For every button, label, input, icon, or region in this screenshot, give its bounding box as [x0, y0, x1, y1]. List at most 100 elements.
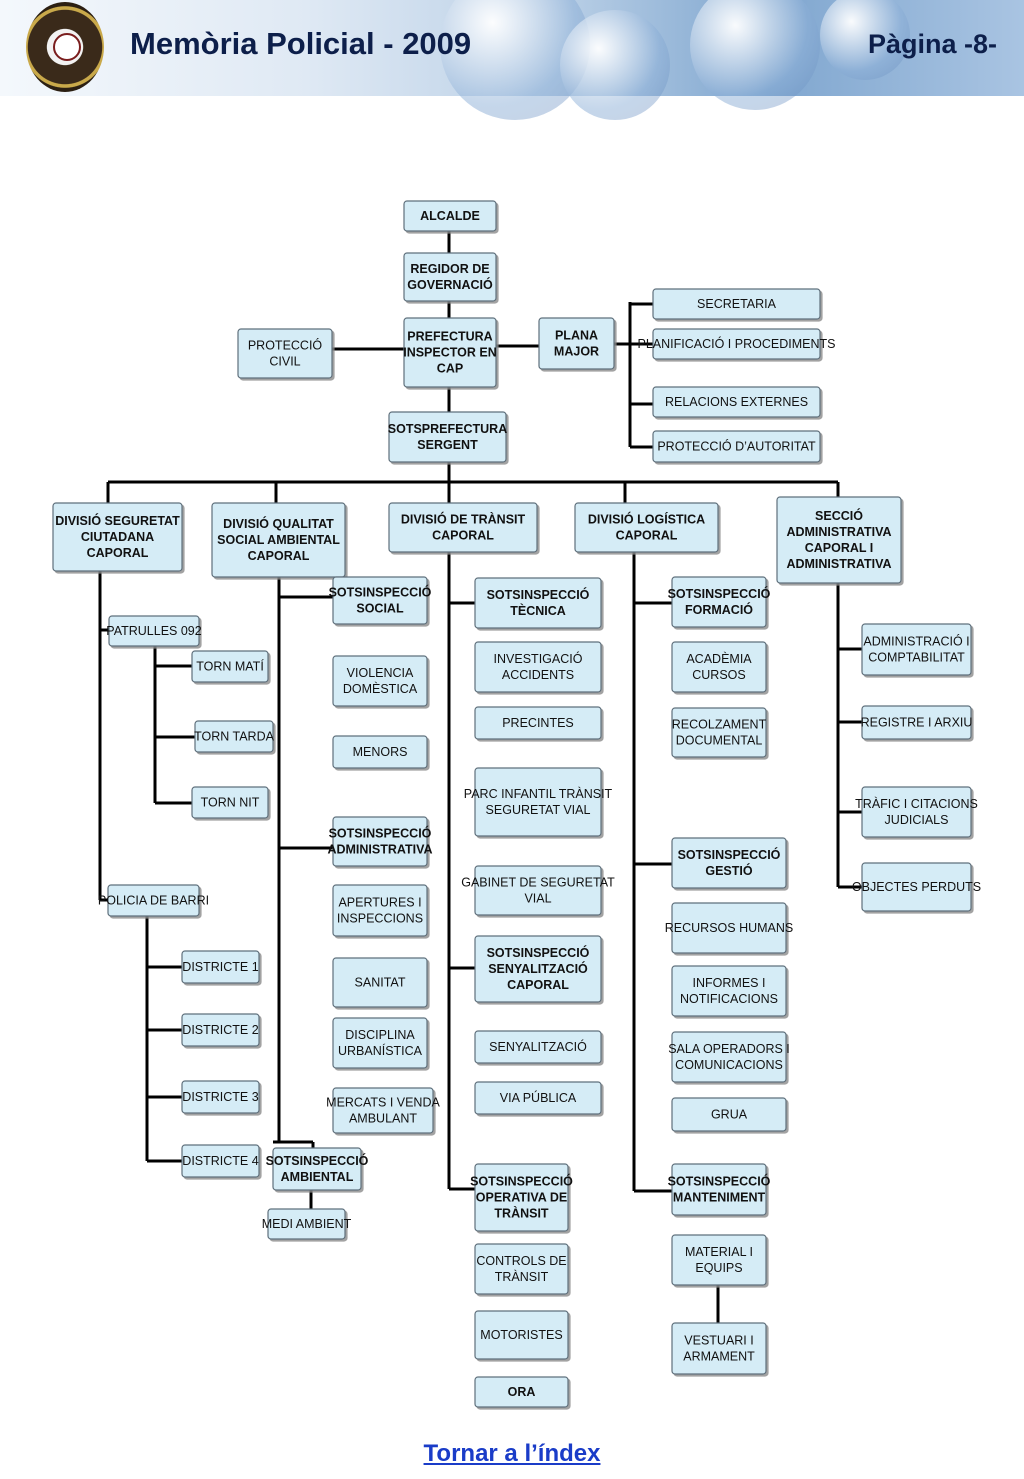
org-node-box: [332, 816, 428, 867]
org-node-label: INSPECCIONS: [337, 912, 423, 926]
org-node-label: DOCUMENTAL: [676, 734, 763, 748]
org-node-box: [403, 317, 497, 388]
org-node-label: COMUNICACIONS: [675, 1058, 783, 1072]
org-node-box: [211, 502, 346, 578]
org-node-box: [267, 1208, 346, 1240]
org-node-label: AMBULANT: [349, 1112, 417, 1126]
back-to-index-link[interactable]: Tornar a l’índex: [423, 1440, 601, 1467]
org-node-box: [181, 950, 260, 984]
org-node-box: [181, 1013, 260, 1047]
org-node-label: TRÀNSIT: [494, 1206, 549, 1221]
org-node-label: MEDI AMBIENT: [262, 1217, 352, 1231]
org-node-box: [671, 576, 767, 628]
org-node-districte4: DISTRICTE 4: [181, 1144, 260, 1178]
org-node-label: MENORS: [353, 745, 408, 759]
org-node-label: TRÀNSIT: [495, 1269, 549, 1284]
org-node-label: GRUA: [711, 1108, 748, 1122]
org-node-label: PROTECCIÓ: [248, 338, 323, 353]
org-node-label: ORA: [508, 1385, 536, 1399]
org-node-box: [671, 837, 787, 889]
org-node-planificacio: PLANIFICACIÓ I PROCEDIMENTS: [638, 328, 836, 360]
org-node-apertures: APERTURES I INSPECCIONS: [332, 884, 428, 937]
org-node-box: [671, 1163, 767, 1216]
org-node-motoristes: MOTORISTES: [474, 1310, 569, 1360]
org-node-box: [671, 641, 767, 693]
org-node-box: [332, 957, 428, 1008]
org-node-box: [181, 1144, 260, 1178]
org-node-box: [403, 200, 497, 232]
org-node-proteccio-autoritat: PROTECCIÓ D’AUTORITAT: [652, 430, 821, 463]
org-node-box: [194, 720, 274, 753]
org-node-label: PATRULLES 092: [106, 624, 201, 638]
org-node-label: SECRETARIA: [697, 297, 777, 311]
org-node-box: [671, 1031, 787, 1083]
org-node-senyalitzacio: SENYALITZACIÓ: [474, 1030, 602, 1064]
org-node-box: [474, 865, 602, 916]
org-node-label: DISTRICTE 2: [182, 1023, 258, 1037]
page-title: Memòria Policial - 2009: [130, 26, 472, 61]
org-node-label: URBANÍSTICA: [338, 1043, 423, 1058]
org-node-box: [538, 317, 615, 370]
org-node-label: DOMÈSTICA: [343, 681, 418, 696]
org-node-label: CIUTADANA: [81, 530, 154, 544]
org-node-label: SOTSINSPECCIÓ: [470, 1174, 573, 1189]
org-node-sanitat: SANITAT: [332, 957, 428, 1008]
org-node-label: CIVIL: [269, 355, 300, 369]
org-node-label: ADMINISTRATIVA: [786, 525, 891, 539]
org-node-districte2: DISTRICTE 2: [181, 1013, 260, 1047]
org-node-label: REGIDOR DE: [410, 262, 489, 276]
org-node-label: MANTENIMENT: [673, 1191, 766, 1205]
org-node-label: VIOLENCIA: [347, 666, 414, 680]
org-node-box: [474, 1030, 602, 1064]
org-node-label: PLANA: [555, 329, 598, 343]
org-node-box: [181, 1080, 260, 1114]
org-node-box: [474, 1310, 569, 1360]
org-node-label: DIVISIÓ LOGÍSTICA: [588, 512, 705, 527]
org-node-ora: ORA: [474, 1376, 569, 1408]
org-node-label: DISTRICTE 1: [182, 960, 258, 974]
org-node-label: SOTSINSPECCIÓ: [678, 847, 781, 862]
org-node-box: [861, 786, 972, 838]
org-node-box: [388, 502, 538, 553]
org-node-box: [474, 1376, 569, 1408]
org-node-label: NOTIFICACIONS: [680, 992, 778, 1006]
org-node-label: CONTROLS DE: [476, 1254, 566, 1268]
org-node-label: APERTURES I: [338, 896, 421, 910]
org-node-label: RECOLZAMENT: [672, 718, 767, 732]
org-node-patrulles: PATRULLES 092: [106, 615, 202, 647]
org-node-policia-barri: POLICIA DE BARRI: [98, 884, 209, 917]
org-node-label: SERGENT: [417, 438, 478, 452]
org-node-label: RELACIONS EXTERNES: [665, 395, 808, 409]
org-node-label: INSPECTOR EN: [403, 346, 497, 360]
org-node-label: RECURSOS HUMANS: [665, 921, 794, 935]
org-node-label: SOTSINSPECCIÓ: [668, 586, 771, 601]
org-node-box: [652, 288, 821, 320]
org-node-label: SOTSINSPECCIÓ: [668, 1174, 771, 1189]
org-node-label: CAPORAL: [507, 978, 569, 992]
org-node-label: SENYALITZACIÓ: [489, 1039, 587, 1054]
org-node-label: MOTORISTES: [480, 1328, 562, 1342]
org-node-label: SOTSINSPECCIÓ: [329, 826, 432, 841]
org-node-label: VIAL: [524, 892, 551, 906]
org-node-label: INFORMES I: [693, 976, 766, 990]
org-node-label: DIVISIÓ QUALITAT: [223, 516, 334, 531]
org-node-label: PLANIFICACIÓ I PROCEDIMENTS: [638, 336, 836, 351]
org-node-label: ALCALDE: [420, 209, 480, 223]
